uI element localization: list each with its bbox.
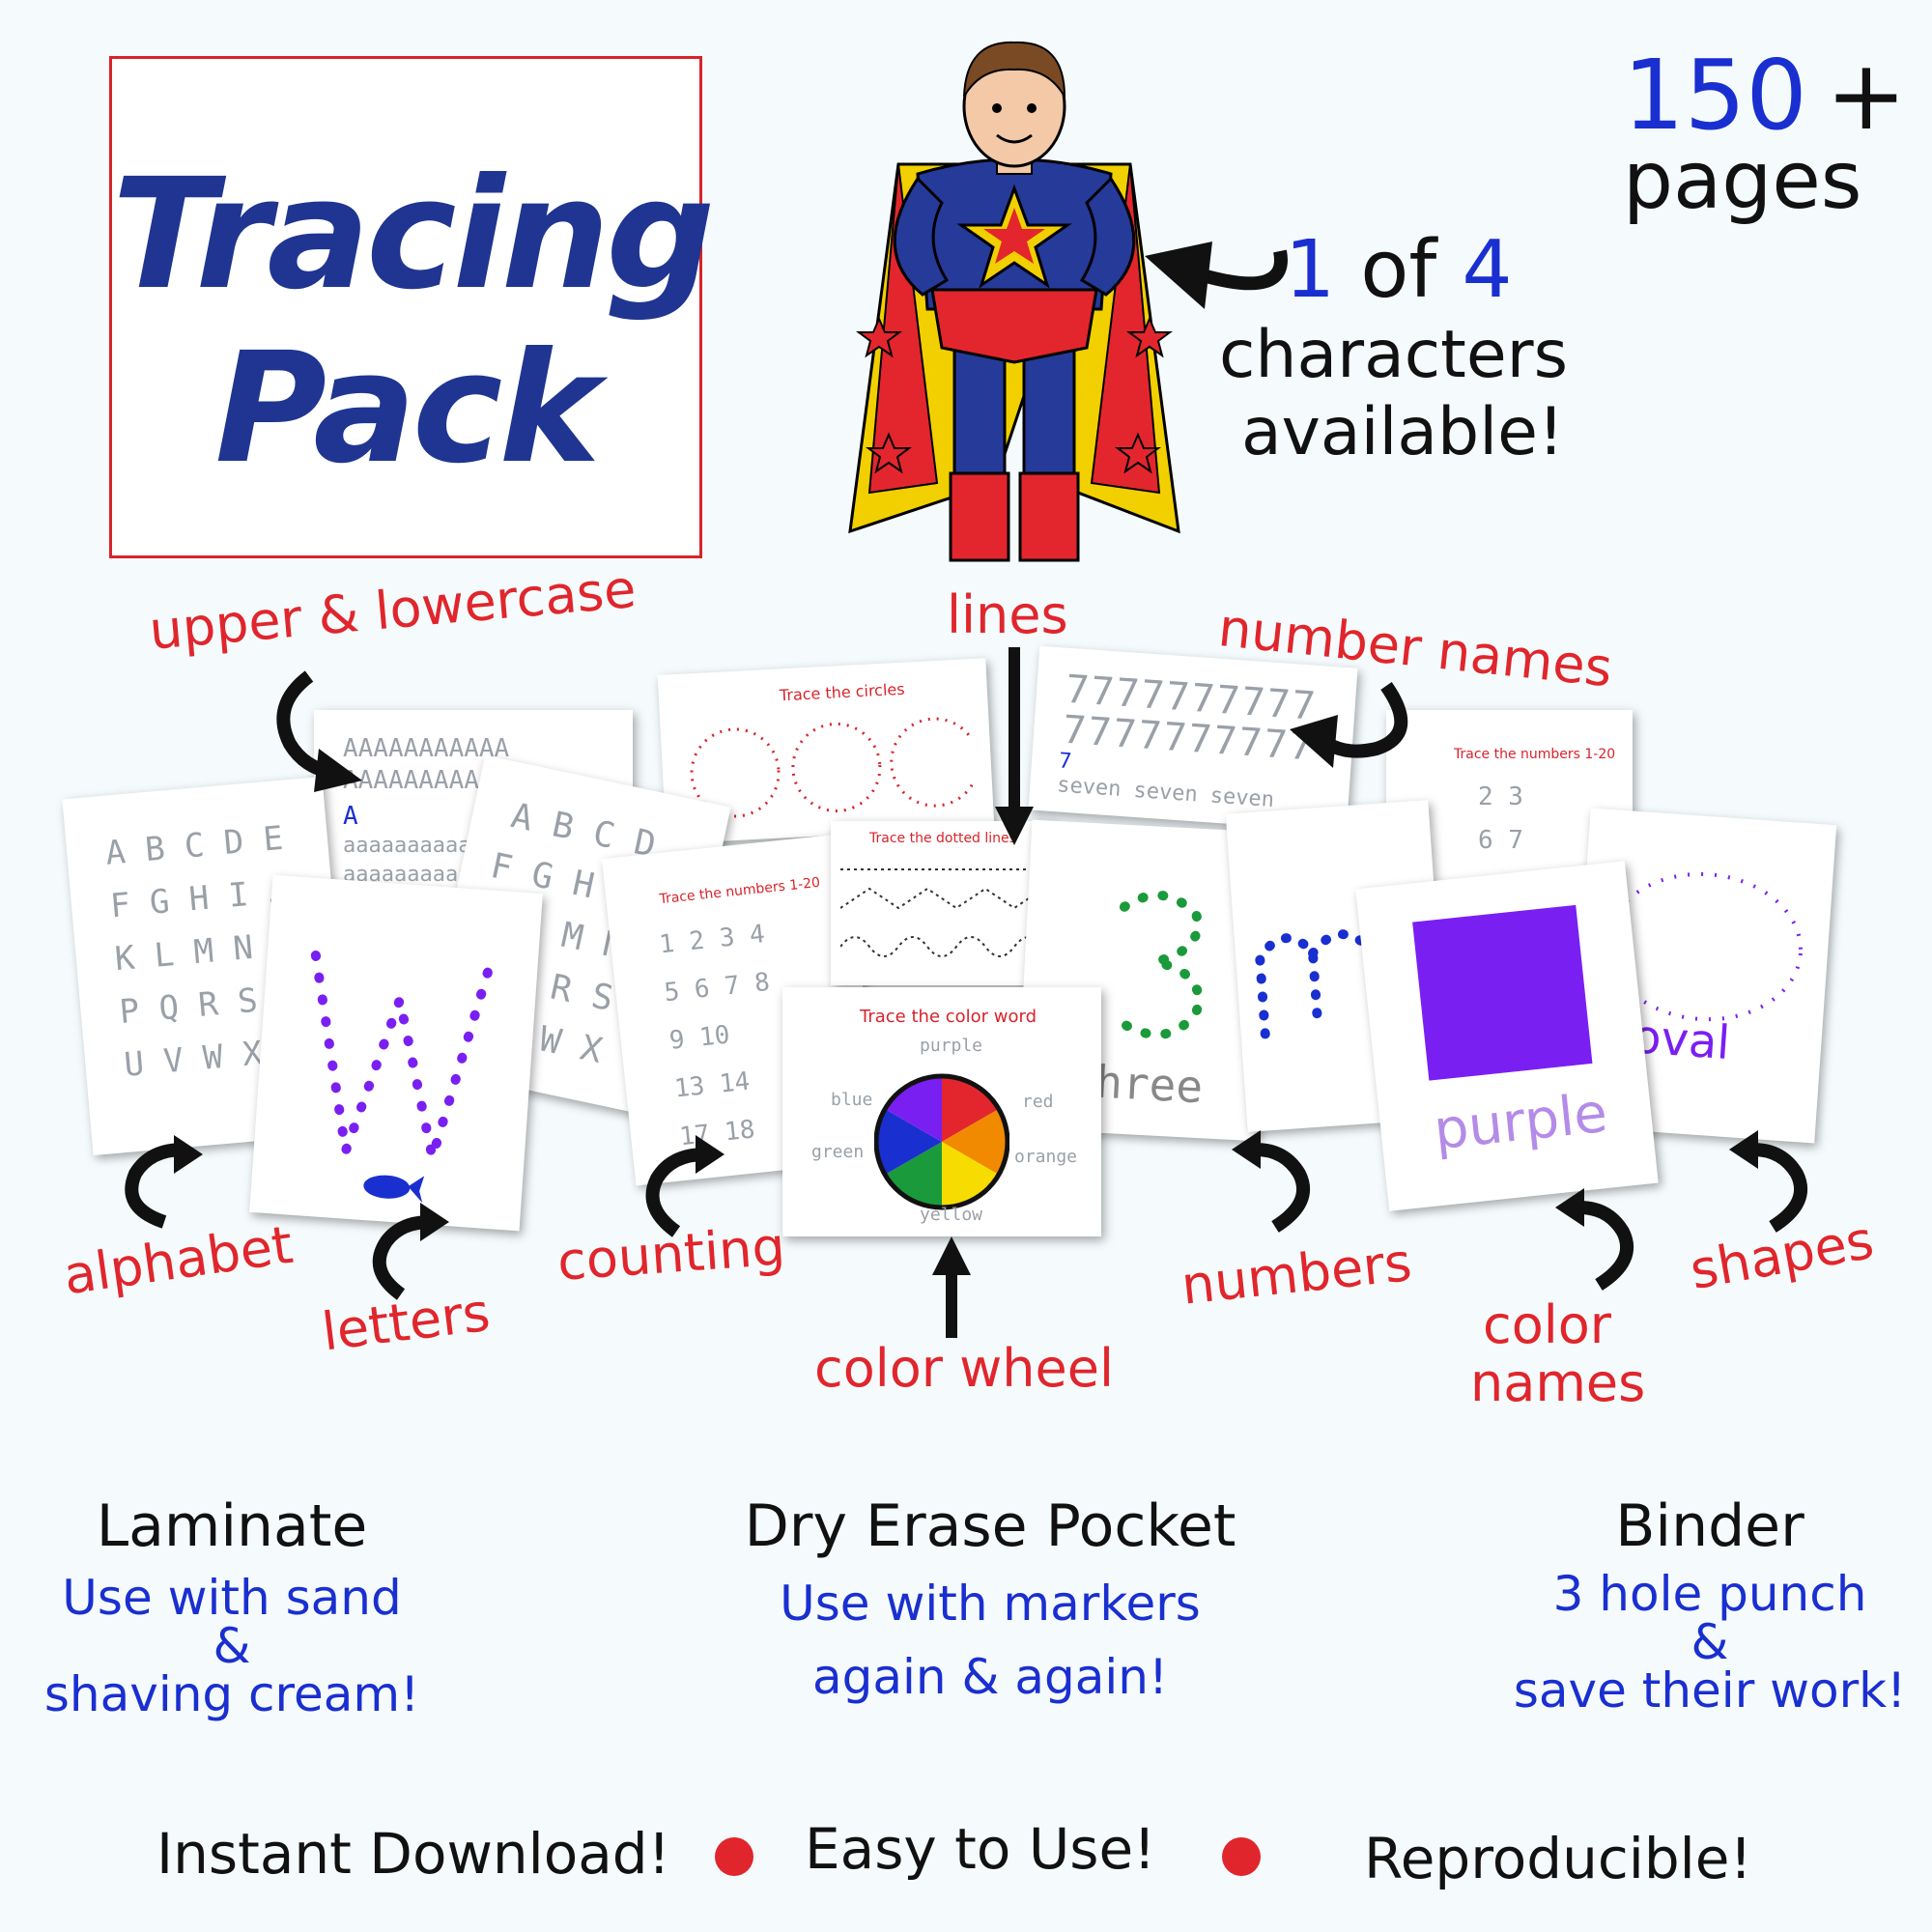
upper-row-3: A [343, 802, 358, 831]
upper-row-1: AAAAAAAAAAA [343, 734, 510, 763]
dotted-letter-w [310, 950, 495, 1159]
numbers-header-b: Trace the numbers 1-20 [1454, 747, 1616, 762]
alphabet-row-1: A B C D E [103, 818, 285, 873]
callout-upper-lowercase: upper & lowercase [147, 557, 639, 662]
numbers-header-a: Trace the numbers 1-20 [658, 874, 821, 908]
count-row-1: 1 2 3 4 [658, 920, 767, 960]
numbers-right-row-1: 2 3 [1478, 782, 1523, 811]
wheel-label-purple: purple [920, 1036, 983, 1056]
use-binder-line-3: save their work! [1513, 1662, 1907, 1719]
numbers-right-row-2: 6 7 [1478, 826, 1523, 855]
alphabet-row-2: F G H I J [108, 871, 290, 926]
bullet-dot-2 [1222, 1837, 1261, 1876]
use-dry-erase-line-2: again & again! [811, 1649, 1169, 1705]
use-laminate-line-3: shaving cream! [43, 1666, 420, 1722]
title-line-1: Tracing [112, 146, 715, 324]
purple-word: purple [1431, 1081, 1610, 1163]
superhero-illustration [848, 41, 1180, 562]
wheel-label-blue: blue [831, 1090, 873, 1110]
wheel-label-yellow: yellow [920, 1205, 983, 1225]
characters-count: 1 of 4 [1285, 224, 1513, 316]
circles-header: Trace the circles [779, 679, 906, 705]
title-line-2: Pack [214, 320, 600, 497]
sheet-circles: Trace the circles [657, 658, 995, 844]
sheet-letter-m [1225, 800, 1451, 1132]
pages-word: pages [1623, 135, 1862, 227]
use-binder-line-2: & [1690, 1614, 1729, 1670]
sheet-color-wheel: Trace the color word purple red orange y… [782, 987, 1101, 1236]
count-row-2: 5 6 7 8 [663, 967, 772, 1009]
seven-digit: 7 [1058, 749, 1073, 775]
use-laminate: Laminate Use with sand & shaving cream! [39, 1492, 425, 1719]
arrow-upper-lowercase [276, 670, 362, 792]
wheel-label-green: green [811, 1142, 865, 1162]
count-row-4: 13 14 [672, 1066, 752, 1104]
use-binder-line-1: 3 hole punch [1552, 1566, 1867, 1622]
bullet-dot-1 [715, 1837, 753, 1876]
wheel-label-orange: orange [1014, 1147, 1078, 1167]
dotted-oval [1605, 871, 1803, 1022]
use-laminate-line-2: & [213, 1618, 251, 1674]
dotted-lines [840, 868, 1043, 957]
arrow-numbers [1232, 1130, 1310, 1233]
arrow-number-names [1290, 681, 1408, 768]
color-wheel [874, 1073, 1009, 1210]
feature-reproducible: Reproducible! [1364, 1826, 1752, 1891]
lower-row-1: aaaaaaaaaaa [343, 834, 484, 858]
characters-label: characters [1219, 317, 1569, 393]
available-label: available! [1241, 394, 1565, 470]
arrow-lines [995, 647, 1034, 845]
title-box: Tracing Pack [109, 56, 715, 558]
seven-words: seven seven seven [1056, 773, 1275, 812]
wheel-label-red: red [1022, 1092, 1054, 1112]
callout-color-names-2: names [1470, 1352, 1646, 1413]
oval-word: oval [1631, 1009, 1732, 1071]
feature-easy-to-use: Easy to Use! [805, 1816, 1156, 1882]
dotted-lines-header: Trace the dotted lines [869, 831, 1016, 846]
sheet-letters [249, 874, 543, 1232]
use-dry-erase-line-1: Use with markers [780, 1576, 1201, 1632]
character-of: of [1360, 224, 1437, 316]
sheet-dotted-lines: Trace the dotted lines [831, 821, 1053, 985]
use-laminate-title: Laminate [96, 1492, 368, 1560]
callout-color-names-1: color [1483, 1294, 1611, 1355]
callout-lines: lines [947, 584, 1068, 645]
arrow-alphabet [125, 1135, 203, 1229]
arrow-color-wheel [932, 1236, 971, 1338]
curved-arrow-characters [1145, 242, 1288, 309]
feature-instant-download: Instant Download! [156, 1821, 670, 1887]
arrow-color-names [1555, 1188, 1634, 1291]
whale-icon [363, 1175, 425, 1204]
color-word-header: Trace the color word [860, 1007, 1037, 1027]
character-number: 1 [1285, 224, 1336, 316]
use-laminate-line-1: Use with sand [62, 1570, 402, 1626]
arrow-letters [372, 1203, 449, 1300]
arrow-shapes [1729, 1130, 1807, 1233]
callout-color-wheel: color wheel [814, 1338, 1114, 1399]
sheet-oval: oval [1568, 808, 1837, 1144]
callout-numbers: numbers [1179, 1232, 1415, 1317]
purple-square [1412, 904, 1593, 1081]
dotted-circles [690, 717, 975, 818]
dotted-number-three [1108, 890, 1204, 1039]
use-dry-erase: Dry Erase Pocket Use with markers again … [734, 1492, 1246, 1701]
use-dry-erase-title: Dry Erase Pocket [744, 1492, 1236, 1560]
arrow-counting [645, 1135, 724, 1237]
use-binder-title: Binder [1615, 1492, 1804, 1560]
pages-count: 150 [1623, 39, 1807, 152]
sheet-color-names: purple [1355, 861, 1659, 1211]
pages-plus: + [1826, 39, 1907, 152]
dotted-letter-m [1255, 929, 1381, 1039]
character-total: 4 [1462, 224, 1513, 316]
use-binder: Binder 3 hole punch & save their work! [1507, 1492, 1913, 1715]
three-word: hree [1094, 1055, 1205, 1114]
count-row-3: 9 10 [668, 1020, 731, 1056]
